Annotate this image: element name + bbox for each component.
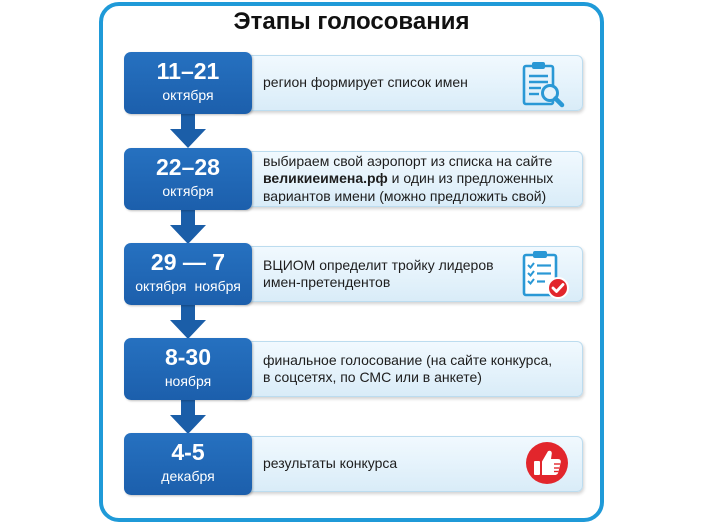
stage-month-start: октября [135, 278, 187, 294]
clipboard-search-icon [522, 62, 565, 108]
stage-date-box: 22–28 октября [124, 148, 252, 210]
stage-date: 11–21 [156, 58, 220, 84]
infographic-frame [99, 2, 604, 522]
stage-date-box: 8-30 ноября [124, 338, 252, 400]
down-arrow-icon [170, 400, 206, 434]
stage-months: октября [162, 86, 213, 104]
stage-5: результаты конкурса 4-5 декабря [124, 433, 583, 495]
description-line: регион формирует список имен [263, 74, 468, 91]
stage-3: ВЦИОМ определит тройку лидеров имен-прет… [124, 243, 583, 305]
infographic-title: Этапы голосования [233, 8, 470, 35]
stage-date-box: 11–21 октября [124, 52, 252, 114]
stage-description: ВЦИОМ определит тройку лидеров имен-прет… [263, 257, 494, 292]
stage-date: 22–28 [156, 154, 220, 180]
stage-1: регион формирует список имен 11–21 октяб… [124, 52, 583, 114]
stage-date: 4-5 [171, 439, 205, 465]
stage-description-card: результаты конкурса [230, 436, 583, 492]
description-line: великиеимена.рф и один из предложенных [263, 170, 553, 188]
down-arrow-icon [170, 114, 206, 148]
stage-months: октября ноября [135, 277, 241, 295]
description-line-rest: и один из предложенных [387, 170, 554, 187]
stage-description: результаты конкурса [263, 455, 397, 473]
stage-description: финальное голосование (на сайте конкурса… [263, 352, 552, 387]
stage-month: октября [162, 183, 214, 199]
down-arrow-icon [170, 305, 206, 339]
description-line: результаты конкурса [263, 455, 398, 472]
description-line: в соцсетях, по СМС или в анкете) [263, 369, 482, 385]
stage-4: финальное голосование (на сайте конкурса… [124, 338, 583, 400]
stage-date-box: 4-5 декабря [124, 433, 252, 495]
stage-months: декабря [161, 467, 214, 485]
description-line: финальное голосование (на сайте конкурса… [263, 351, 553, 368]
stage-months: октября [162, 182, 213, 200]
stage-description: выбираем свой аэропорт из списка на сайт… [263, 153, 553, 206]
stage-description-card: выбираем свой аэропорт из списка на сайт… [230, 151, 583, 207]
stage-description: регион формирует список имен [263, 74, 468, 92]
stage-month: октября [162, 87, 214, 103]
stage-month-end: ноября [194, 278, 241, 294]
stage-month: декабря [161, 468, 215, 484]
stage-date-box: 29 — 7 октября ноября [124, 243, 252, 305]
stage-description-card: финальное голосование (на сайте конкурса… [230, 341, 583, 397]
stage-month: ноября [164, 373, 212, 389]
stage-date: 29 — 7 [150, 249, 226, 275]
website-name: великиеимена.рф [263, 170, 388, 187]
description-line: ВЦИОМ определит тройку лидеров [263, 256, 494, 273]
stage-2: выбираем свой аэропорт из списка на сайт… [124, 148, 583, 210]
thumbs-up-icon [526, 442, 568, 484]
down-arrow-icon [170, 210, 206, 244]
description-line: имен-претендентов [263, 274, 391, 290]
description-line: выбираем свой аэропорт из списка на сайт… [263, 152, 553, 169]
clipboard-checklist-icon [522, 251, 569, 299]
stage-months: ноября [165, 372, 211, 390]
stage-date: 8-30 [164, 344, 212, 370]
description-line: вариантов имени (можно предложить свой) [263, 187, 547, 204]
